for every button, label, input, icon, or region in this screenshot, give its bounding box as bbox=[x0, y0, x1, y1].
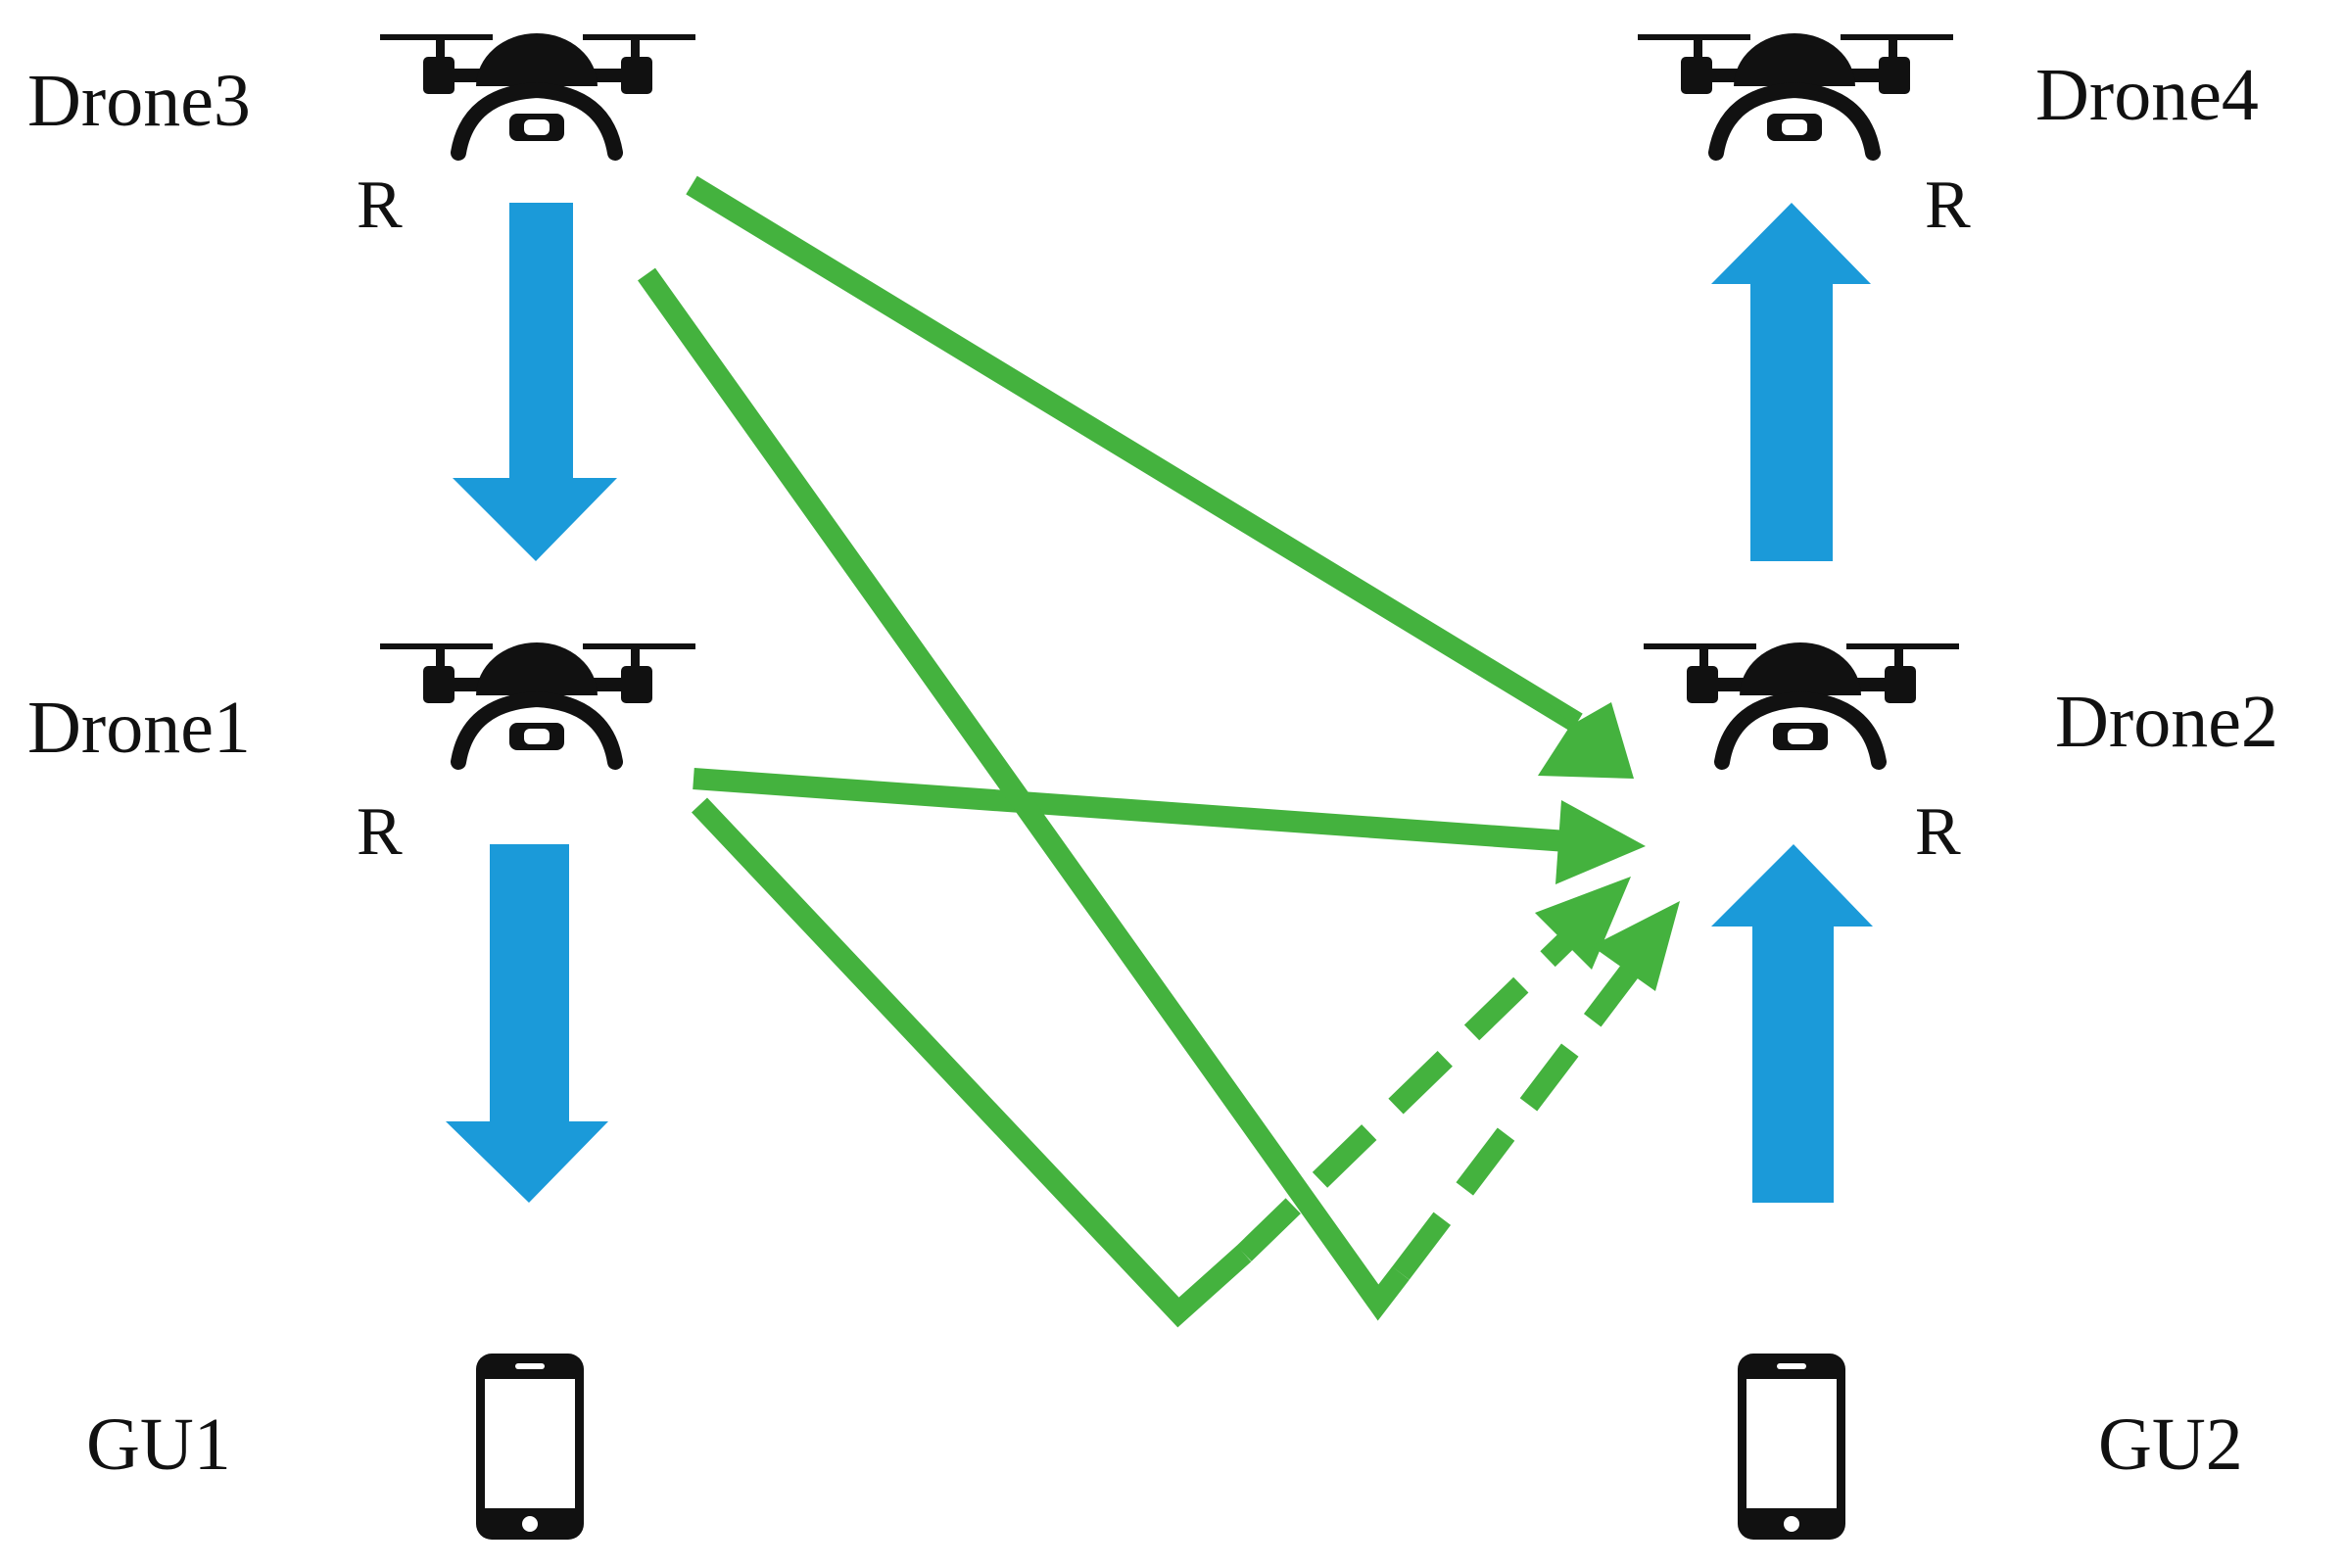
gu2-smartphone-icon bbox=[1738, 1354, 1845, 1540]
blue-arrow-drone1-to-gu1 bbox=[446, 844, 608, 1203]
drone1-label: Drone1 bbox=[27, 687, 251, 769]
blue-arrow-drone2-to-drone4 bbox=[1711, 203, 1871, 561]
drone4-icon bbox=[1638, 33, 1953, 153]
green-arrowhead-drone1-to-drone2 bbox=[1555, 800, 1646, 884]
green-arrowhead-drone3-to-drone2-b bbox=[1538, 702, 1634, 779]
green-links bbox=[638, 175, 1680, 1328]
drone3-relay-label: R bbox=[357, 167, 403, 243]
gu2-label: GU2 bbox=[2098, 1403, 2243, 1486]
green-path-drone3-bounce bbox=[638, 267, 1410, 1321]
green-arrowhead-drone3-bounce bbox=[1592, 901, 1680, 991]
drone1-icon bbox=[380, 642, 695, 762]
drone1-relay-label: R bbox=[357, 794, 403, 870]
gu1-label: GU1 bbox=[86, 1403, 231, 1486]
green-arrow-drone1-to-drone2 bbox=[693, 768, 1568, 852]
green-path-drone1-bounce bbox=[692, 797, 1252, 1328]
blue-links bbox=[446, 203, 1873, 1203]
blue-arrow-drone3-to-drone1 bbox=[453, 203, 617, 561]
green-dashed-drone1-to-drone2 bbox=[1236, 927, 1580, 1261]
drone3-icon bbox=[380, 33, 695, 153]
drone3-label: Drone3 bbox=[27, 60, 251, 142]
green-arrowhead-drone1-bounce bbox=[1535, 877, 1631, 970]
blue-arrow-gu2-to-drone2 bbox=[1711, 844, 1873, 1203]
drone2-label: Drone2 bbox=[2055, 681, 2278, 763]
green-dashed-drone3-to-drone2 bbox=[1392, 963, 1640, 1280]
drone4-label: Drone4 bbox=[2035, 54, 2259, 136]
drone2-icon bbox=[1644, 642, 1959, 762]
green-arrow-drone3-to-drone2 bbox=[686, 175, 1583, 733]
drone2-relay-label: R bbox=[1915, 794, 1961, 870]
gu1-smartphone-icon bbox=[476, 1354, 584, 1540]
drone4-relay-label: R bbox=[1925, 167, 1971, 243]
